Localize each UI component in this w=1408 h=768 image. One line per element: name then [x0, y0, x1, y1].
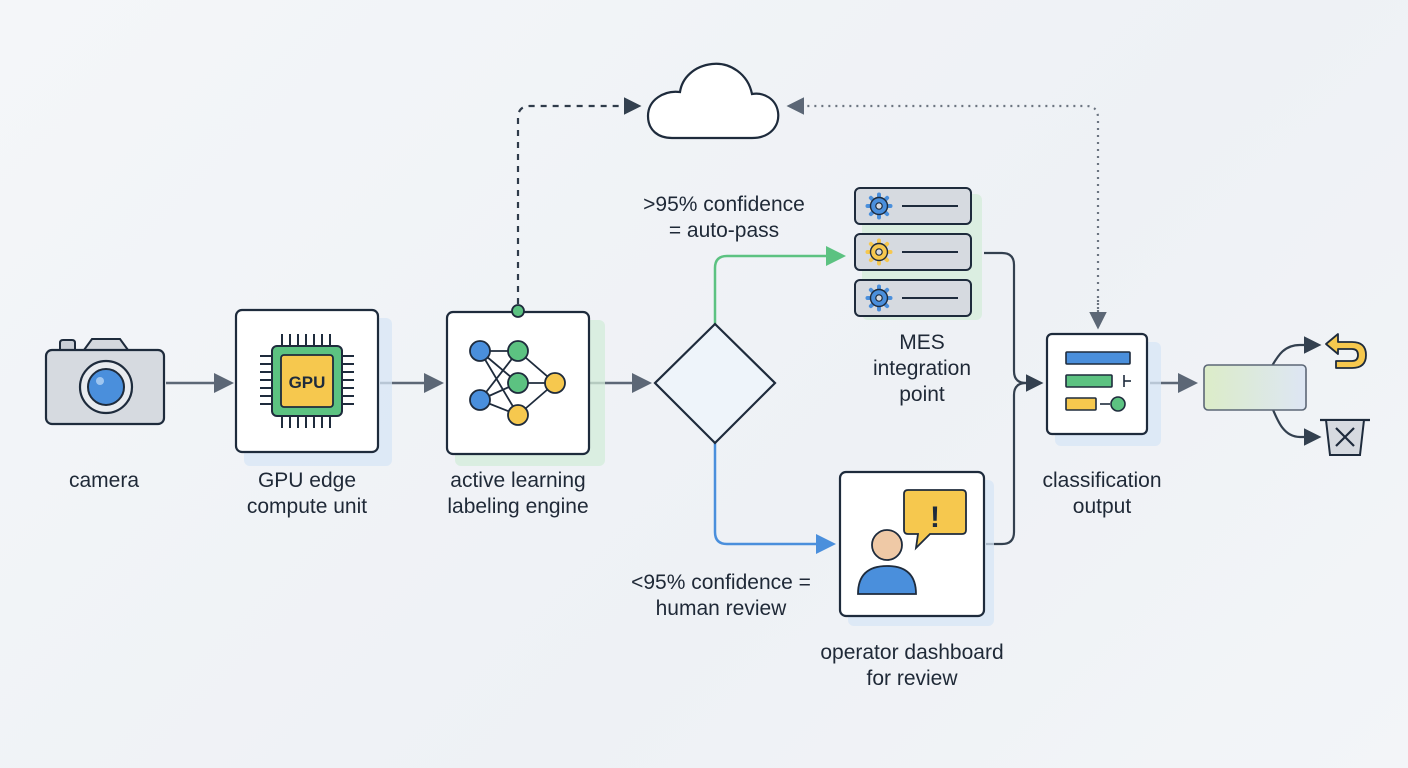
gear-icon — [865, 192, 893, 220]
edge-classification-cloud — [786, 97, 1100, 326]
mes-label-line3: point — [899, 383, 945, 406]
classification-label-line1: classification — [1042, 469, 1162, 492]
gpu-label-line1: GPU edge — [257, 469, 357, 492]
classification-node[interactable] — [1045, 332, 1161, 446]
classification-label-line2: output — [1072, 495, 1132, 518]
cloud-sync-port — [511, 304, 525, 318]
decision-diamond-icon[interactable] — [653, 322, 777, 445]
edge-engine-cloud — [516, 97, 642, 304]
edge-mes-classification — [984, 251, 1044, 392]
operator-alert-icon: ! — [857, 489, 967, 595]
gear-icon — [865, 238, 893, 266]
rack-unit — [854, 233, 972, 271]
gpu-chip-icon: GPU — [260, 334, 354, 428]
cloud-icon — [646, 62, 780, 140]
edge-decision-mes — [713, 246, 846, 324]
gpu-label-line2: compute unit — [246, 495, 368, 518]
operator-node[interactable]: ! — [838, 470, 994, 626]
classification-list-icon — [1065, 351, 1131, 412]
camera-icon[interactable] — [44, 338, 166, 426]
mes-label-line2: integration — [872, 357, 972, 380]
low-confidence-line1: <95% confidence = — [631, 571, 811, 594]
connectors — [166, 97, 1322, 554]
alert-mark: ! — [930, 501, 940, 534]
gpu-label: GPU edge compute unit — [222, 468, 392, 520]
camera-label: camera — [44, 468, 164, 494]
mes-label-line1: MES — [899, 331, 945, 354]
high-confidence-label: >95% confidence = auto-pass — [614, 192, 834, 244]
return-arrow-icon[interactable] — [1325, 333, 1367, 369]
server-rack-icon[interactable] — [854, 187, 982, 320]
engine-node[interactable] — [445, 304, 605, 466]
engine-label-line2: labeling engine — [447, 495, 589, 518]
engine-label: active learning labeling engine — [428, 468, 608, 520]
neural-network-icon — [469, 340, 566, 426]
output-router-icon[interactable] — [1203, 364, 1307, 411]
edge-operator-classification — [986, 381, 1027, 546]
mes-label: MES integration point — [842, 330, 1002, 408]
high-confidence-line2: = auto-pass — [668, 219, 780, 242]
gpu-node[interactable]: GPU — [234, 308, 392, 466]
low-confidence-label: <95% confidence = human review — [606, 570, 836, 622]
gpu-chip-text: GPU — [289, 373, 326, 392]
operator-label-line2: for review — [866, 667, 958, 690]
classification-label: classification output — [1018, 468, 1186, 520]
operator-label-line1: operator dashboard — [820, 641, 1004, 664]
operator-label: operator dashboard for review — [802, 640, 1022, 692]
trash-bin-icon[interactable] — [1320, 418, 1370, 456]
rack-unit — [854, 279, 972, 317]
high-confidence-line1: >95% confidence — [643, 193, 805, 216]
rack-unit — [854, 187, 972, 225]
camera-label-text: camera — [68, 469, 140, 492]
engine-label-line1: active learning — [450, 469, 586, 492]
edge-decision-operator — [713, 443, 836, 554]
gear-icon — [865, 284, 893, 312]
low-confidence-line2: human review — [655, 597, 787, 620]
